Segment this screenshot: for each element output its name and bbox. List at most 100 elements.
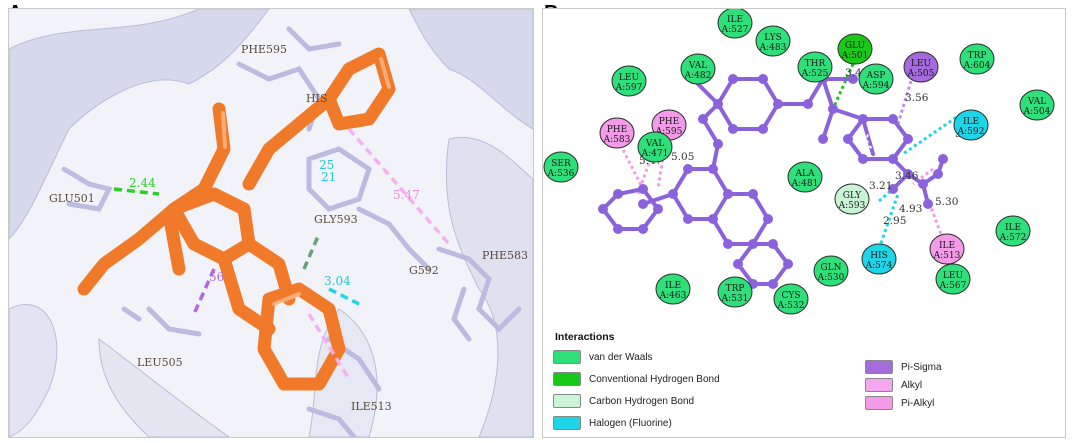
label-phe583: PHE583 <box>482 249 528 262</box>
residue-name: VAL <box>1027 97 1046 107</box>
residue-disc <box>935 263 971 295</box>
residue-name: PHE <box>659 117 679 127</box>
residue-name: ASP <box>866 71 886 81</box>
label-phe595: PHE595 <box>241 43 287 56</box>
legend-label: van der Waals <box>589 351 653 363</box>
legend-label: Halogen (Fluorine) <box>589 417 672 429</box>
residue-disc <box>959 43 995 75</box>
residue-number: A:482 <box>684 71 712 81</box>
residue-disc <box>755 25 791 57</box>
residue-number: A:530 <box>817 273 845 283</box>
panel-b-2d-diagram: 3.44 3.56 3.84 5.47 5.05 3.21 3.46 4.93 … <box>542 8 1066 438</box>
residue-number: A:513 <box>933 251 961 261</box>
residue-name: TRP <box>968 51 987 61</box>
residue-disc <box>680 53 716 85</box>
residue-name: TRP <box>726 284 745 294</box>
residue-number: A:532 <box>777 301 805 311</box>
residue-name: ILE <box>939 241 955 251</box>
residue-name: LEU <box>943 271 964 281</box>
legend-swatch <box>553 372 581 386</box>
dist-a-21: 21 <box>321 170 336 184</box>
residue-number: A:594 <box>862 81 890 91</box>
dist-b-346: 3.46 <box>895 170 919 182</box>
legend-swatch <box>553 394 581 408</box>
residue-number: A:595 <box>655 127 683 137</box>
residue-disc <box>953 109 989 141</box>
dist-b-493: 4.93 <box>899 203 922 215</box>
residue-disc <box>837 33 873 65</box>
label-gly593: GLY593 <box>314 213 358 226</box>
residue-disc <box>599 117 635 149</box>
residue-disc <box>813 255 849 287</box>
legend-item-carbon: Carbon Hydrogen Bond <box>553 393 694 409</box>
residue-disc <box>903 51 939 83</box>
dist-b-356: 3.56 <box>905 92 929 104</box>
legend-swatch <box>865 396 893 410</box>
residue-number: A:505 <box>907 69 935 79</box>
residue-disc <box>773 283 809 315</box>
residue-number: A:536 <box>547 169 575 179</box>
residue-name: ILE <box>963 117 979 127</box>
residue-number: A:593 <box>838 201 866 211</box>
dist-a-244: 2.44 <box>129 176 156 190</box>
label-glu501: GLU501 <box>49 192 95 205</box>
dist-b-530: 5.30 <box>935 196 958 208</box>
ligand-highlights <box>221 57 391 306</box>
residue-number: A:525 <box>801 69 829 79</box>
residue-disc <box>834 183 870 215</box>
interaction-lines <box>113 127 451 380</box>
legend-item-vdw: van der Waals <box>553 349 653 365</box>
residue-name: PHE <box>607 125 627 135</box>
label-gly592: G592 <box>409 264 439 277</box>
residue-name: LYS <box>764 33 782 43</box>
legend-item-pialkyl: Pi-Alkyl <box>865 395 934 411</box>
residue-disc <box>861 243 897 275</box>
residue-number: A:592 <box>957 127 985 137</box>
residue-name: ALA <box>795 169 815 179</box>
residue-name: ILE <box>727 15 743 25</box>
dist-b-295: 2.95 <box>883 215 906 227</box>
residue-name: ILE <box>665 281 681 291</box>
label-ile513: ILE513 <box>351 400 392 413</box>
legend-swatch <box>865 360 893 374</box>
legend-label: Conventional Hydrogen Bond <box>589 373 720 385</box>
residue-number: A:483 <box>759 43 787 53</box>
residue-number: A:481 <box>791 179 819 189</box>
dist-a-25: 25 <box>319 158 334 172</box>
residue-name: VAL <box>688 61 707 71</box>
residue-number: A:572 <box>999 233 1027 243</box>
residue-disc <box>637 131 673 163</box>
legend-swatch <box>553 416 581 430</box>
legend-item-alkyl: Alkyl <box>865 377 922 393</box>
legend-label: Pi-Sigma <box>901 361 942 373</box>
residue-disc <box>717 9 753 39</box>
residue-number: A:604 <box>963 61 991 71</box>
docking-3d-svg: PHE595 HIS GLU501 GLY593 PHE583 G592 LEU… <box>9 9 533 437</box>
residue-disc <box>929 233 965 265</box>
dist-a-56: 56 <box>209 270 224 284</box>
residue-name: SER <box>551 159 571 169</box>
residue-name: LEU <box>911 59 932 69</box>
residue-number: A:574 <box>865 261 893 271</box>
label-his: HIS <box>306 92 327 105</box>
aromatic-ring-marker <box>866 127 890 151</box>
